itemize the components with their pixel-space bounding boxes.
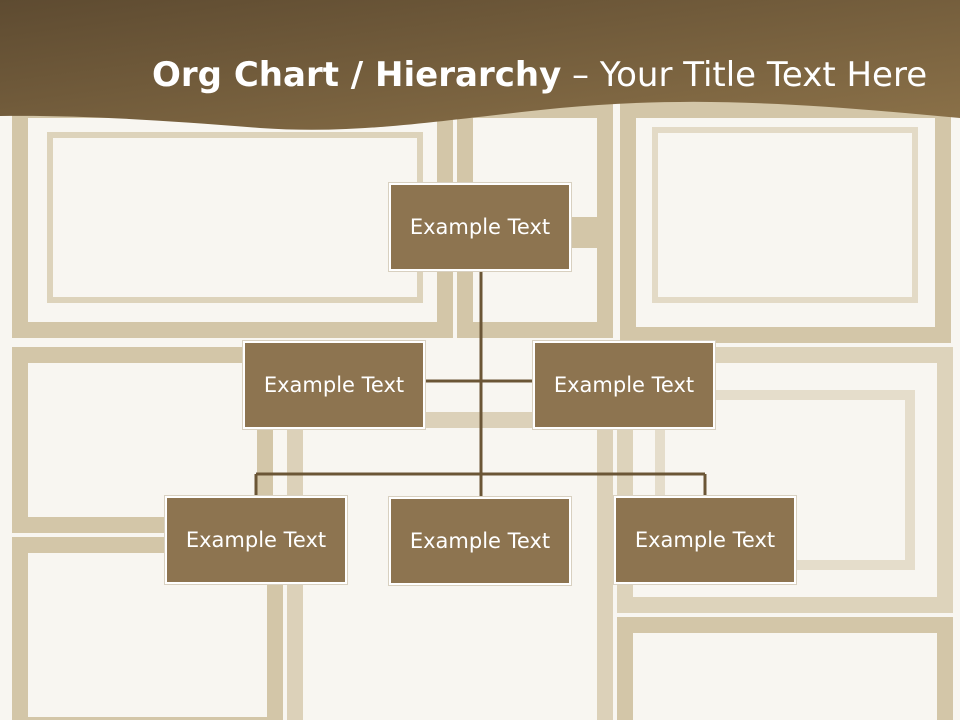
org-node-level2-right[interactable]: Example Text [533,341,715,429]
org-node-level3-right[interactable]: Example Text [614,496,796,584]
org-node-level3-center[interactable]: Example Text [389,497,571,585]
org-node-root[interactable]: Example Text [389,183,571,271]
org-node-level3-left[interactable]: Example Text [165,496,347,584]
slide-title: Org Chart / Hierarchy – Your Title Text … [152,52,932,100]
org-node-level2-left[interactable]: Example Text [243,341,425,429]
title-bold: Org Chart / Hierarchy [152,55,562,95]
title-subtitle: – Your Title Text Here [561,55,928,95]
